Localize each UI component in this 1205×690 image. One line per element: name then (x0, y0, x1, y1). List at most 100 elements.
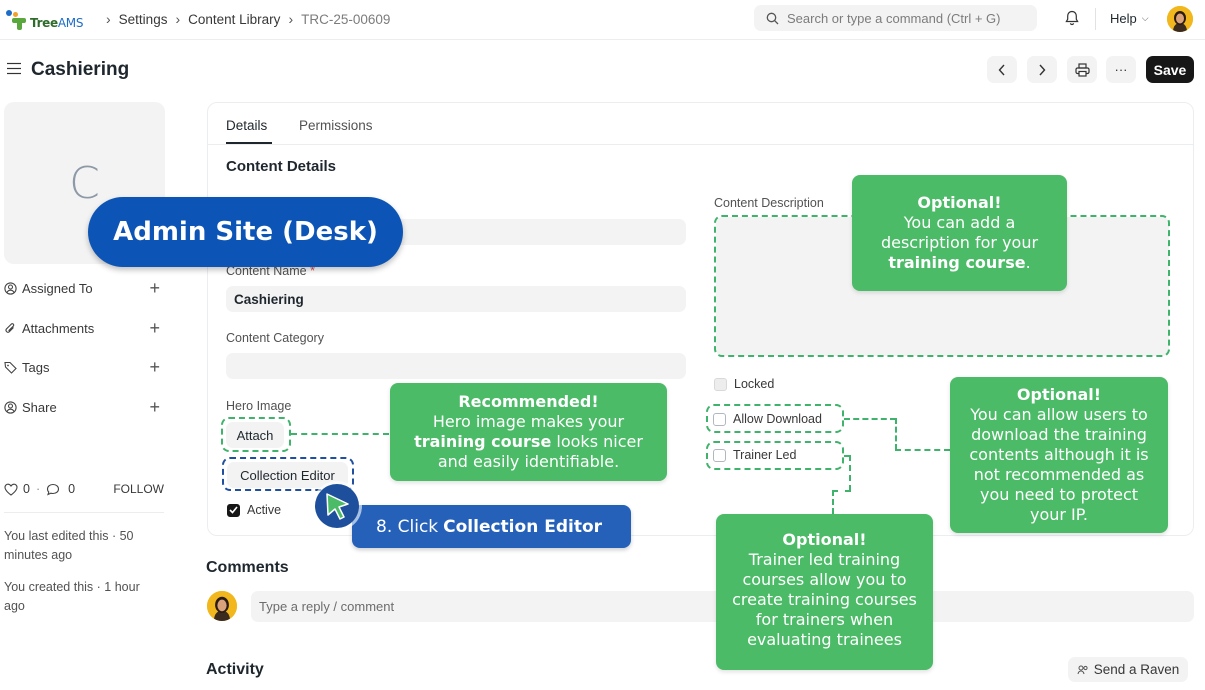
chevron-right-icon: › (106, 11, 111, 27)
hero-tip-bold: training course (414, 432, 552, 451)
breadcrumb-settings[interactable]: Settings (118, 11, 168, 27)
description-tip-bold: training course (888, 253, 1026, 272)
collection-editor-highlight-frame (222, 457, 354, 491)
download-tip-connector-c (895, 449, 950, 451)
last-edited-note: You last edited this · 50 minutes ago (4, 529, 134, 562)
breadcrumb: › Settings › Content Library › TRC-25-00… (98, 11, 390, 27)
sidebar-item-attachments[interactable]: Attachments + (4, 318, 160, 338)
admin-site-pill: Admin Site (Desk) (88, 197, 403, 267)
created-note: You created this · 1 hour ago (4, 580, 140, 613)
attach-button[interactable]: Attach (226, 422, 284, 448)
notifications-bell-icon[interactable] (1063, 9, 1081, 30)
logo-text: TreeAMS (30, 16, 84, 30)
sidebar-toggle-icon[interactable] (7, 62, 21, 78)
add-assignee-icon[interactable]: + (149, 278, 160, 298)
content-name-label: Content Name * (226, 264, 315, 278)
trainer-tip-connector-b (849, 455, 851, 491)
more-actions-button[interactable]: ··· (1106, 56, 1136, 83)
sidebar-divider (4, 512, 164, 513)
sidebar-item-label: Assigned To (22, 281, 93, 296)
top-navbar: TreeAMS › Settings › Content Library › T… (0, 0, 1205, 40)
active-checkbox-row[interactable]: Active (227, 503, 281, 517)
hero-tip-heading: Recommended! (458, 392, 599, 411)
search-input[interactable]: Search or type a command (Ctrl + G) (754, 5, 1037, 31)
send-a-raven-label: Send a Raven (1093, 662, 1180, 677)
sidebar-item-label: Tags (22, 360, 50, 375)
trainer-led-label: Trainer Led (733, 448, 797, 462)
attach-highlight-frame (221, 417, 291, 452)
download-tip-connector-a (844, 418, 896, 420)
collection-editor-button[interactable]: Collection Editor (227, 462, 348, 488)
locked-checkbox (714, 377, 727, 391)
help-menu[interactable]: Help ⌵ (1110, 11, 1149, 26)
sidebar-item-label: Share (22, 400, 57, 415)
active-label: Active (247, 503, 282, 517)
section-title: Content Details (226, 158, 337, 175)
add-tag-icon[interactable]: + (149, 357, 160, 377)
download-tip-callout: Optional! You can allow users to downloa… (950, 377, 1168, 533)
search-icon (766, 12, 779, 24)
trainer-led-row[interactable]: Trainer Led (713, 448, 796, 462)
comment-avatar (207, 591, 237, 621)
tab-permissions[interactable]: Permissions (299, 118, 373, 133)
user-avatar[interactable] (1167, 6, 1193, 32)
comment-icon[interactable] (46, 483, 60, 496)
add-share-icon[interactable]: + (149, 397, 160, 417)
description-tip-tail: . (1025, 253, 1031, 272)
checkmark-icon (229, 506, 238, 514)
hero-image-tip-callout: Recommended! Hero image makes your train… (390, 383, 667, 481)
description-tip-heading: Optional! (917, 193, 1002, 212)
sidebar-item-share[interactable]: Share + (4, 397, 160, 417)
add-attachment-icon[interactable]: + (149, 318, 160, 338)
sidebar-item-tags[interactable]: Tags + (4, 357, 160, 377)
help-label: Help (1110, 11, 1137, 26)
follow-button[interactable]: FOLLOW (113, 482, 164, 496)
send-a-raven-button[interactable]: Send a Raven (1068, 657, 1188, 682)
next-document-button[interactable] (1027, 56, 1057, 83)
allow-download-checkbox[interactable] (713, 412, 726, 426)
document-stats: 0 · 0 FOLLOW (4, 482, 164, 496)
description-tip-line1: You can add a (903, 213, 1016, 232)
click-indicator (315, 484, 359, 528)
allow-download-row[interactable]: Allow Download (713, 412, 822, 426)
sidebar-item-assigned-to[interactable]: Assigned To + (4, 278, 160, 298)
sidebar-item-label: Attachments (22, 321, 95, 336)
heart-icon[interactable] (4, 483, 18, 496)
activity-title: Activity (206, 661, 264, 678)
active-tab-indicator (226, 142, 272, 144)
hero-image-label: Hero Image (226, 399, 292, 413)
assigned-icon (4, 282, 18, 295)
paperclip-icon (4, 322, 18, 335)
hero-tip-line2: looks nicer (551, 432, 643, 451)
content-description-label: Content Description (714, 196, 824, 210)
form-tabs: Details Permissions (208, 103, 1193, 145)
app-logo[interactable]: TreeAMS (6, 8, 83, 30)
hero-tip-connector (291, 433, 389, 435)
content-category-field[interactable] (226, 353, 686, 379)
raven-icon (1077, 665, 1088, 675)
chevron-right-icon: › (175, 11, 181, 27)
printer-icon (1074, 62, 1090, 77)
search-placeholder: Search or type a command (Ctrl + G) (787, 10, 1001, 26)
content-name-field[interactable]: Cashiering (226, 286, 686, 312)
step-prefix: 8. Click (376, 516, 439, 537)
cursor-arrow-icon (326, 493, 349, 520)
content-name-value: Cashiering (234, 291, 304, 307)
description-tip-callout: Optional! You can add a description for … (852, 175, 1067, 291)
breadcrumb-current: TRC-25-00609 (301, 11, 391, 27)
content-category-label: Content Category (226, 331, 324, 345)
tab-details[interactable]: Details (226, 118, 268, 133)
hero-tip-line3: and easily identifiable. (437, 452, 620, 471)
chevron-right-icon (1039, 64, 1046, 75)
save-button[interactable]: Save (1146, 56, 1194, 83)
chevron-right-icon: › (288, 11, 294, 27)
more-dots-icon: ··· (1114, 62, 1128, 77)
trainer-tip-connector-a (844, 455, 851, 457)
active-checkbox[interactable] (227, 503, 240, 517)
print-button[interactable] (1067, 56, 1097, 83)
trainer-tip-heading: Optional! (782, 530, 867, 549)
tree-logo-icon (6, 10, 28, 30)
breadcrumb-content-library[interactable]: Content Library (188, 11, 281, 27)
trainer-led-checkbox[interactable] (713, 448, 726, 462)
previous-document-button[interactable] (987, 56, 1017, 83)
